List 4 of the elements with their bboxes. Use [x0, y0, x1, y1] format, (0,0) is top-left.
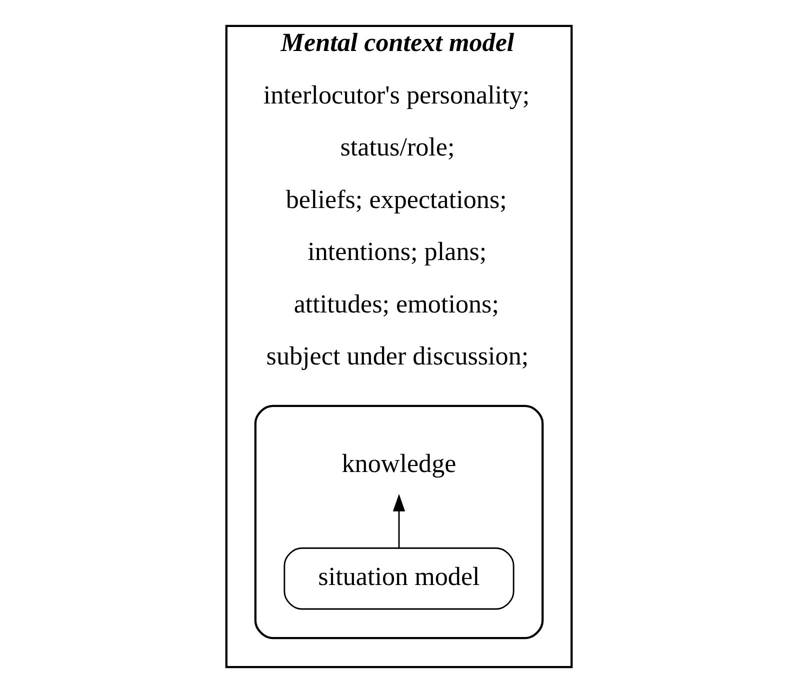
arrow: [392, 494, 406, 548]
node-box: situation model: [284, 547, 514, 610]
node-text: knowledge: [342, 448, 456, 478]
cluster: [254, 404, 544, 640]
